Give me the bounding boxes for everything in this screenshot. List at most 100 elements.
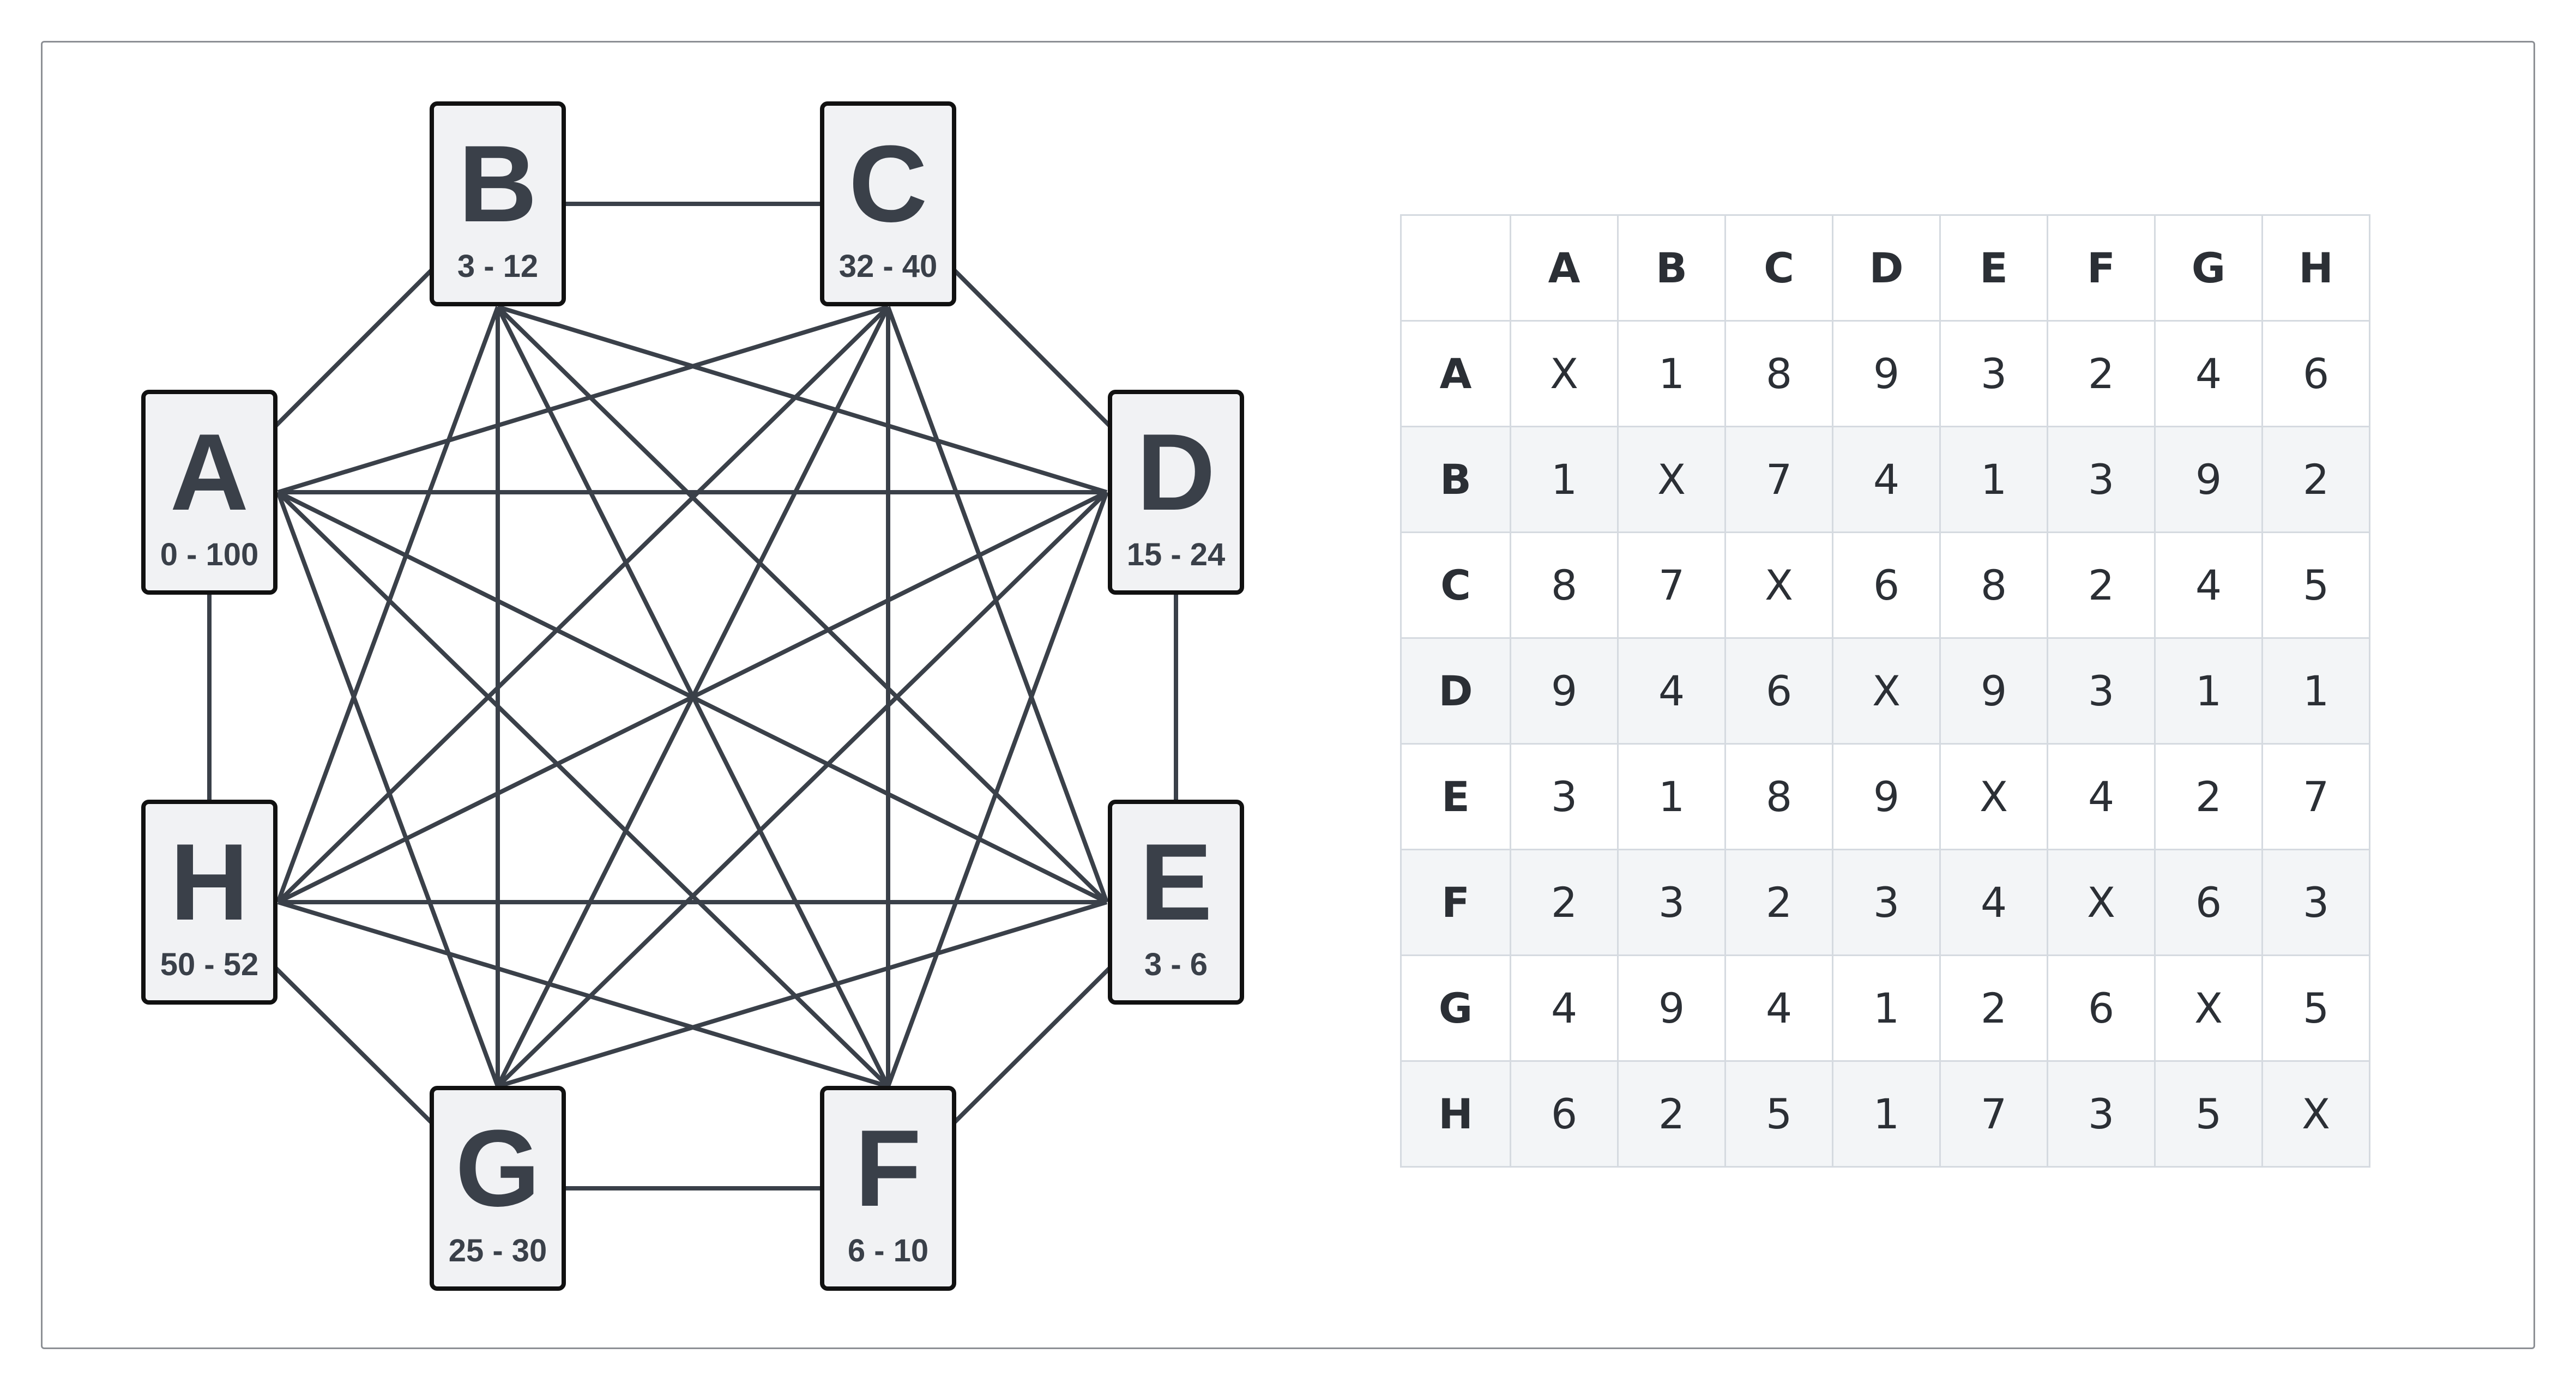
edge-B-E bbox=[496, 305, 1108, 904]
table-cell: X bbox=[1939, 743, 2048, 850]
table-cell: 9 bbox=[1939, 637, 2048, 745]
row-header: H bbox=[1400, 1060, 1511, 1168]
edge-C-H bbox=[276, 305, 890, 904]
node-range: 3 - 12 bbox=[457, 249, 538, 284]
edge-F-H bbox=[277, 900, 889, 1089]
table-cell: X bbox=[1832, 637, 1941, 745]
column-header: H bbox=[2261, 214, 2370, 322]
table-corner-cell bbox=[1400, 214, 1511, 322]
table-cell: 2 bbox=[2154, 743, 2263, 850]
edge-D-G bbox=[496, 491, 1108, 1088]
node-E: E 3 - 6 bbox=[1108, 800, 1244, 1005]
row-header: G bbox=[1400, 954, 1511, 1062]
edge-E-G bbox=[497, 900, 1108, 1089]
table-cell: X bbox=[2154, 954, 2263, 1062]
table-cell: 2 bbox=[2261, 426, 2370, 533]
row-header: C bbox=[1400, 531, 1511, 639]
table-cell: 9 bbox=[1510, 637, 1619, 745]
node-box bbox=[1108, 390, 1244, 595]
table-cell: 6 bbox=[1510, 1060, 1619, 1168]
column-header: G bbox=[2154, 214, 2263, 322]
table-cell: 8 bbox=[1724, 743, 1833, 850]
node-label: F bbox=[855, 1108, 921, 1229]
table-cell: 5 bbox=[1724, 1060, 1833, 1168]
table-cell: 5 bbox=[2261, 954, 2370, 1062]
edge-D-H bbox=[277, 490, 1108, 904]
table-cell: 3 bbox=[1510, 743, 1619, 850]
table-cell: 6 bbox=[2261, 320, 2370, 427]
table-cell: 4 bbox=[1939, 849, 2048, 956]
node-box bbox=[141, 800, 277, 1005]
table-cell: 1 bbox=[1939, 426, 2048, 533]
column-header: E bbox=[1939, 214, 2048, 322]
table-cell: 9 bbox=[1617, 954, 1726, 1062]
node-box bbox=[430, 101, 566, 306]
node-range: 15 - 24 bbox=[1127, 537, 1226, 572]
table-cell: 1 bbox=[1617, 320, 1726, 427]
table-cell: X bbox=[2261, 1060, 2370, 1168]
node-label: D bbox=[1137, 412, 1215, 533]
node-F: F6 - 10 bbox=[820, 1086, 956, 1291]
table-cell: 7 bbox=[1724, 426, 1833, 533]
table-cell: 4 bbox=[1832, 426, 1941, 533]
node-box bbox=[820, 101, 956, 306]
table-cell: 3 bbox=[2261, 849, 2370, 956]
edge-A-G bbox=[276, 491, 500, 1087]
table-cell: 3 bbox=[1617, 849, 1726, 956]
table-cell: X bbox=[1617, 426, 1726, 533]
table-cell: 9 bbox=[1832, 320, 1941, 427]
table-cell: 4 bbox=[2154, 531, 2263, 639]
node-range: 50 - 52 bbox=[160, 947, 259, 982]
column-header: F bbox=[2047, 214, 2156, 322]
table-cell: 2 bbox=[1617, 1060, 1726, 1168]
edges-layer bbox=[207, 202, 1178, 1190]
table-cell: 4 bbox=[2154, 320, 2263, 427]
node-label: G bbox=[455, 1108, 540, 1229]
table-cell: X bbox=[1510, 320, 1619, 427]
table-cell: 3 bbox=[1939, 320, 2048, 427]
table-cell: 6 bbox=[2154, 849, 2263, 956]
node-label: A bbox=[170, 412, 249, 533]
table-cell: 2 bbox=[2047, 531, 2156, 639]
node-label: H bbox=[170, 821, 249, 943]
edge-B-D bbox=[497, 305, 1108, 494]
edge-A-C bbox=[277, 305, 889, 494]
table-cell: 4 bbox=[1724, 954, 1833, 1062]
column-header: B bbox=[1617, 214, 1726, 322]
node-label: E bbox=[1139, 821, 1212, 943]
node-label: B bbox=[459, 123, 537, 245]
column-header: C bbox=[1724, 214, 1833, 322]
node-box bbox=[430, 1086, 566, 1291]
table-cell: 1 bbox=[1510, 426, 1619, 533]
table-cell: 2 bbox=[1939, 954, 2048, 1062]
node-box bbox=[141, 390, 277, 595]
node-label: C bbox=[849, 123, 927, 245]
table-cell: 6 bbox=[1724, 637, 1833, 745]
edge-C-E bbox=[886, 306, 1109, 903]
node-box bbox=[1108, 800, 1244, 1005]
table-cell: 2 bbox=[1724, 849, 1833, 956]
table-cell: 7 bbox=[2261, 743, 2370, 850]
column-header: D bbox=[1832, 214, 1941, 322]
table-cell: 3 bbox=[1832, 849, 1941, 956]
table-cell: 1 bbox=[2154, 637, 2263, 745]
table-cell: 1 bbox=[1832, 1060, 1941, 1168]
table-cell: 3 bbox=[2047, 637, 2156, 745]
table-cell: 8 bbox=[1724, 320, 1833, 427]
table-cell: 9 bbox=[1832, 743, 1941, 850]
node-B: B 3 - 12 bbox=[430, 101, 566, 306]
table-cell: 1 bbox=[2261, 637, 2370, 745]
table-cell: 6 bbox=[2047, 954, 2156, 1062]
table-cell: 9 bbox=[2154, 426, 2263, 533]
table-cell: X bbox=[2047, 849, 2156, 956]
node-range: 3 - 6 bbox=[1144, 947, 1208, 982]
